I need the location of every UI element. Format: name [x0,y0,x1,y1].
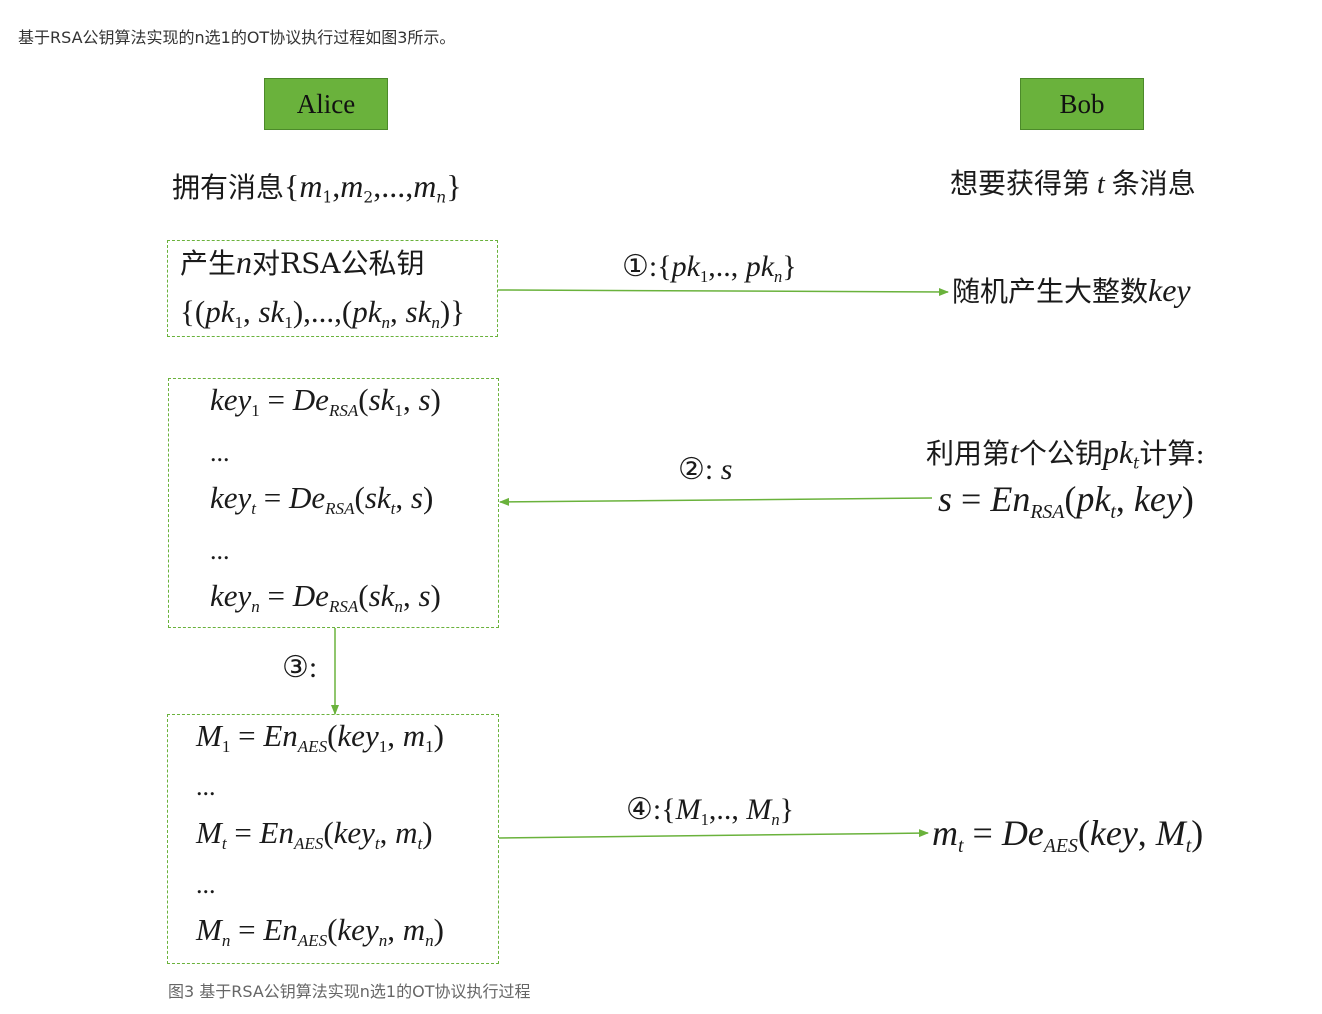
bob-header: Bob [1020,78,1144,130]
bob-compute-prefix: 利用第 [926,437,1011,470]
encrypt-eq-t: Mt = EnAES(keyt, mt) [196,815,433,853]
bob-wants-suffix: 条消息 [1111,167,1196,200]
step4-label: ④:{M1,.., Mn} [626,793,795,829]
bob-compute-suffix: 计算: [1139,437,1205,470]
encrypt-eq-n: Mn = EnAES(keyn, mn) [196,912,444,950]
bob-decrypt-eq: mt = DeAES(key, Mt) [932,813,1204,857]
arrow-step1 [497,287,949,296]
alice-has-messages: 拥有消息{m1,m2,...,mn} [172,168,462,207]
arrow-step4 [498,829,929,839]
bob-wants-message: 想要获得第 t 条消息 [950,167,1196,200]
arrow-step2 [499,497,933,506]
bob-random-key: 随机产生大整数key [952,272,1191,308]
step1-label: ①:{pk1,.., pkn} [622,250,797,286]
bob-compute-title: 利用第t个公钥pkt计算: [926,434,1205,473]
step4-number: ④ [626,793,653,826]
figure-caption: 图3 基于RSA公钥算法实现n选1的OT协议执行过程 [168,982,531,1001]
alice-header: Alice [264,78,388,130]
step2-number: ② [678,453,705,486]
step3-number: ③ [282,651,309,684]
bob-encrypt-eq: s = EnRSA(pkt, key) [938,479,1194,523]
intro-text: 基于RSA公钥算法实现的n选1的OT协议执行过程如图3所示。 [18,28,456,47]
step1-number: ① [622,250,649,283]
keygen-title-a: 产生 [180,247,237,280]
bob-random-key-text: 随机产生大整数 [952,275,1149,308]
step3-label: ③: [282,651,318,684]
keygen-title: 产生n对RSA公私钥 [180,244,425,280]
bob-wants-prefix: 想要获得第 [950,167,1091,200]
encrypt-dots-2: ... [196,870,216,899]
keygen-title-b: 对RSA公私钥 [252,247,425,280]
decrypt-dots-2: ... [210,536,230,565]
decrypt-eq-t: keyt = DeRSA(skt, s) [210,480,434,518]
encrypt-dots-1: ... [196,772,216,801]
step2-label: ②: s [678,453,733,486]
keygen-box [167,240,498,337]
alice-has-messages-label: 拥有消息 [172,171,285,204]
bob-compute-mid: 个公钥 [1018,437,1103,470]
decrypt-box [168,378,499,628]
keygen-pairs: {(pk1, sk1),...,(pkn, skn)} [180,294,466,332]
decrypt-eq-1: key1 = DeRSA(sk1, s) [210,382,441,420]
decrypt-eq-n: keyn = DeRSA(skn, s) [210,578,441,616]
decrypt-dots-1: ... [210,438,230,467]
encrypt-eq-1: M1 = EnAES(key1, m1) [196,718,444,756]
